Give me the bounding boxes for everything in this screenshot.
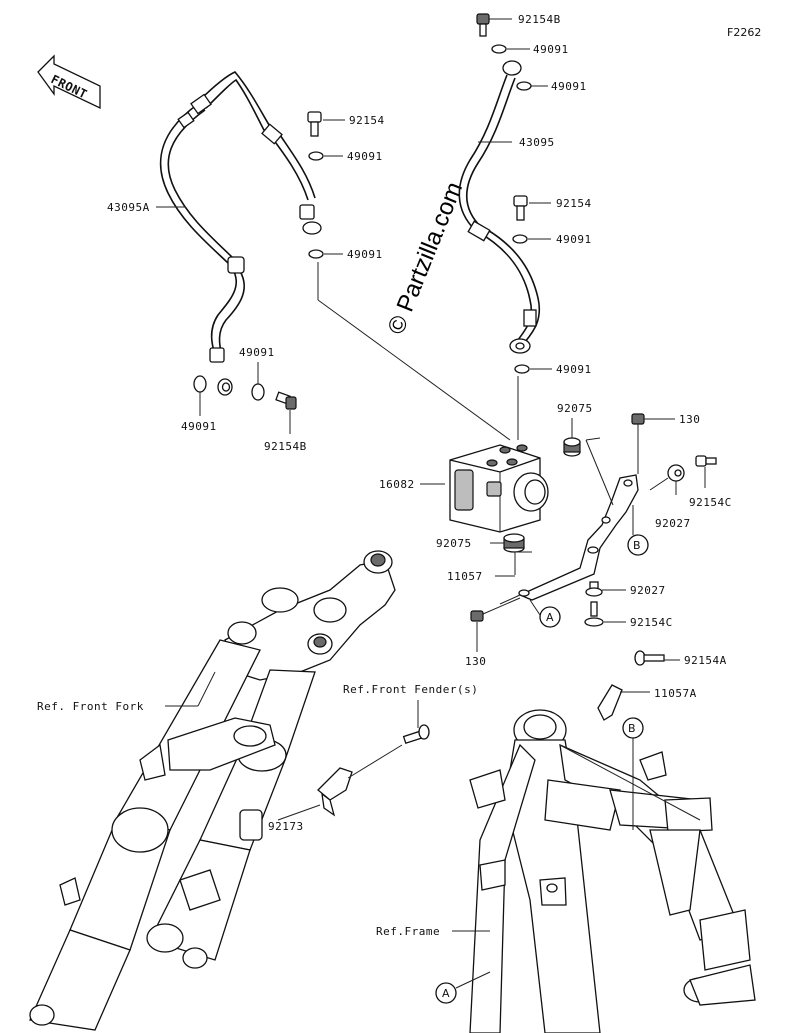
bolt-fender-icon — [402, 700, 430, 745]
washer-49091-bl-a-icon — [193, 375, 207, 416]
label-43095a: 43095A — [107, 201, 150, 214]
label-92027-bottom: 92027 — [630, 584, 666, 597]
bolt-92154c-right-icon — [695, 455, 717, 488]
washer-49091-bl-b-icon — [251, 362, 265, 401]
label-11057: 11057 — [447, 570, 483, 583]
bolt-130-top-icon — [631, 413, 675, 474]
bolt-92154b-top-icon — [476, 13, 512, 37]
label-92154-left: 92154 — [349, 114, 385, 127]
label-49091-mid: 49091 — [556, 363, 592, 376]
label-49091-bl-b: 49091 — [239, 346, 275, 359]
collar-92027-bottom-icon — [585, 581, 626, 597]
callout-a-bottom-icon: A — [435, 971, 491, 1004]
figure-code: F2262 — [727, 26, 761, 39]
bolt-92154b-bottom-icon — [275, 391, 297, 434]
label-92154b-top: 92154B — [518, 13, 561, 26]
front-fork — [29, 550, 396, 1031]
label-92075-bottom: 92075 — [436, 537, 472, 550]
collar-92027-right-icon — [649, 464, 685, 495]
bracket-11057 — [495, 437, 639, 605]
washer-49091-left1-icon — [308, 151, 343, 161]
washer-49091-right-icon — [512, 234, 551, 244]
ref-frame: Ref.Frame — [376, 925, 440, 938]
grommet-92075-top-icon — [563, 418, 581, 457]
label-49091-top2: 49091 — [551, 80, 587, 93]
front-arrow-icon: FRONT — [37, 54, 101, 110]
washer-49091-left2-icon — [308, 249, 343, 259]
washer-49091-top-icon — [491, 44, 530, 54]
label-92154c-right: 92154C — [689, 496, 732, 509]
callout-b-top-icon: B — [627, 505, 649, 556]
washer-49091-mid-icon — [514, 364, 552, 374]
label-92154b-bottom: 92154B — [264, 440, 307, 453]
frame — [469, 709, 756, 1033]
label-92173: 92173 — [268, 820, 304, 833]
clip-92173-icon — [277, 744, 403, 821]
callout-b-bottom-label: B — [628, 722, 636, 735]
callout-a-bottom-label: A — [442, 987, 450, 1000]
label-130-top: 130 — [679, 413, 700, 426]
bolt-130-bottom-icon — [470, 597, 521, 652]
watermark: © Partzilla.com — [383, 178, 469, 338]
label-49091-left1: 49091 — [347, 150, 383, 163]
brake-hose-43095 — [458, 60, 541, 354]
label-11057a: 11057A — [654, 687, 697, 700]
bolt-92154a-icon — [634, 650, 680, 666]
bolt-92154-left-icon — [307, 111, 345, 137]
callout-b-top-label: B — [633, 539, 641, 552]
bracket-11057a-icon — [597, 684, 650, 721]
callout-a-top-icon: A — [529, 599, 561, 628]
label-92154a: 92154A — [684, 654, 727, 667]
bolt-92154c-bottom-icon — [584, 601, 626, 627]
abs-unit-16082 — [420, 444, 549, 533]
label-92027-right: 92027 — [655, 517, 691, 530]
label-49091-right: 49091 — [556, 233, 592, 246]
label-130-bottom: 130 — [465, 655, 486, 668]
label-49091-left2: 49091 — [347, 248, 383, 261]
label-92154c-bottom: 92154C — [630, 616, 673, 629]
callout-b-bottom-icon: B — [622, 717, 644, 830]
label-92075-top: 92075 — [557, 402, 593, 415]
bolt-92154-right-icon — [513, 195, 551, 221]
ref-front-fender: Ref.Front Fender(s) — [343, 683, 478, 696]
label-16082: 16082 — [379, 478, 415, 491]
label-49091-top: 49091 — [533, 43, 569, 56]
washer-49091-top2-icon — [516, 81, 548, 91]
label-92154-right: 92154 — [556, 197, 592, 210]
label-49091-bl-a: 49091 — [181, 420, 217, 433]
brake-hose-43095a — [159, 71, 322, 396]
ref-front-fork: Ref. Front Fork — [37, 700, 144, 713]
label-43095: 43095 — [519, 136, 555, 149]
grommet-92075-bottom-icon — [490, 533, 525, 553]
callout-a-top-label: A — [546, 611, 554, 624]
